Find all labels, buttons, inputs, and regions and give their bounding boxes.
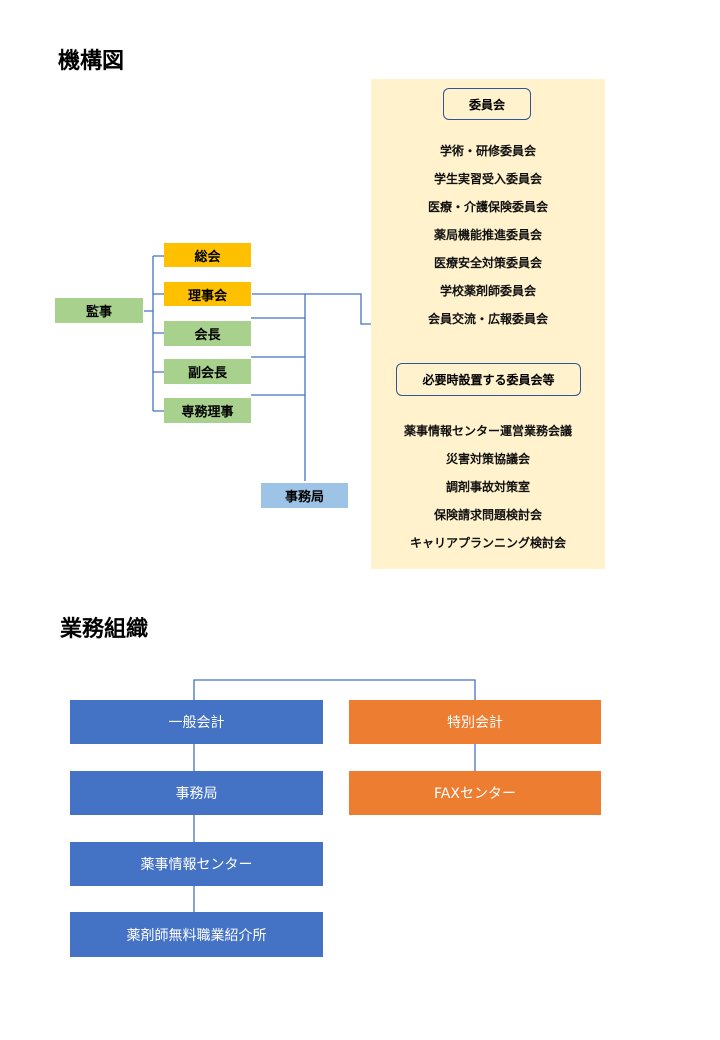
- section-title-organization: 機構図: [58, 49, 125, 74]
- committee-item: 学術・研修委員会: [439, 144, 536, 158]
- committee-item: 学校薬剤師委員会: [439, 284, 536, 298]
- general-assembly-box: 総会: [164, 243, 251, 267]
- section-title-operations: 業務組織: [60, 617, 149, 642]
- committee-item: 学生実習受入委員会: [433, 172, 542, 186]
- committees-panel: 委員会 学術・研修委員会 学生実習受入委員会 医療・介護保険委員会 薬局機能推進…: [371, 79, 605, 569]
- board-box: 理事会: [164, 282, 251, 306]
- secretariat-ops-box: 事務局: [70, 771, 323, 815]
- secretariat-box: 事務局: [261, 483, 348, 508]
- adhoc-item: 調剤事故対策室: [445, 480, 530, 494]
- fax-center-box: FAXセンター: [349, 771, 601, 815]
- committees-header: 委員会: [443, 88, 531, 120]
- president-box: 会長: [164, 321, 251, 346]
- committee-item: 医療安全対策委員会: [433, 256, 542, 270]
- committee-item: 薬局機能推進委員会: [433, 228, 542, 242]
- committee-item: 会員交流・広報委員会: [427, 312, 548, 326]
- auditor-box: 監事: [55, 298, 143, 323]
- adhoc-item: 保険請求問題検討会: [433, 508, 542, 522]
- vice-president-box: 副会長: [164, 359, 251, 384]
- adhoc-item: 災害対策協議会: [445, 452, 530, 466]
- adhoc-item: キャリアプランニング検討会: [409, 536, 566, 550]
- adhoc-item: 薬事情報センター運営業務会議: [403, 424, 572, 438]
- executive-director-box: 専務理事: [164, 398, 251, 423]
- job-placement-box: 薬剤師無料職業紹介所: [70, 912, 323, 957]
- general-account-box: 一般会計: [70, 700, 323, 744]
- special-account-box: 特別会計: [349, 700, 601, 744]
- committee-item: 医療・介護保険委員会: [427, 200, 548, 214]
- drug-info-center-box: 薬事情報センター: [70, 842, 323, 886]
- adhoc-committees-header: 必要時設置する委員会等: [396, 363, 581, 396]
